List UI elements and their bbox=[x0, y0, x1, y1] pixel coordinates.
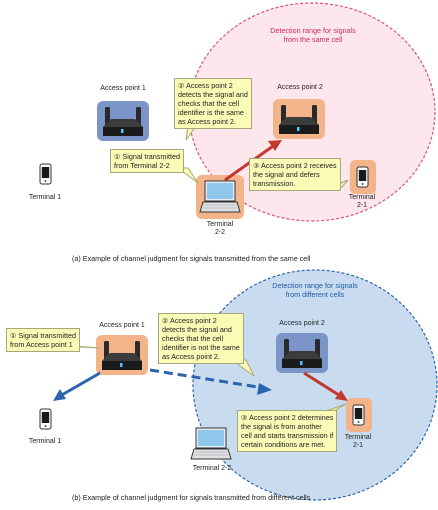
callout-line: identifier is the same bbox=[178, 108, 244, 117]
phone-icon bbox=[39, 163, 52, 185]
terminal-1-label: Terminal 1 bbox=[28, 194, 62, 201]
callout-line: identifier is not the same bbox=[162, 343, 240, 352]
phone-icon bbox=[352, 404, 365, 426]
phone-icon bbox=[356, 166, 369, 188]
callout-line: transmission. bbox=[253, 179, 296, 188]
callout-line: from Access point 1 bbox=[10, 340, 73, 349]
access-point-1-label: Access point 1 bbox=[100, 85, 146, 92]
callout-line: ② Access point 2 bbox=[162, 316, 217, 325]
callout-line: as Access point 2. bbox=[162, 352, 220, 361]
callout-line: checks that the cell bbox=[178, 99, 240, 108]
caption-a: (a) Example of channel judgment for sign… bbox=[72, 254, 311, 263]
callout-step-3-a: ③ Access point 2 receives the signal and… bbox=[249, 158, 341, 191]
range-title-line: from different cells bbox=[285, 290, 345, 299]
callout-step-2-a: ② Access point 2 detects the signal and … bbox=[174, 78, 252, 129]
terminal-label-line: Terminal bbox=[206, 221, 234, 228]
downlink-arrowhead-b bbox=[53, 389, 66, 401]
terminal-1-label: Terminal 1 bbox=[28, 438, 62, 445]
terminal-label-line: 2-2 bbox=[214, 229, 226, 236]
same-cell-range-title: Detection range for signals from the sam… bbox=[238, 26, 388, 44]
callout-step-1-a: ① Signal transmitted from Terminal 2-2 bbox=[110, 149, 184, 173]
caption-b: (b) Example of channel judgment for sign… bbox=[72, 493, 311, 502]
range-title-line: Detection range for signals bbox=[272, 281, 358, 290]
terminal-2-1-label: Terminal 2-1 bbox=[338, 434, 378, 450]
callout-line: detects the signal and bbox=[178, 90, 248, 99]
signal-arrowhead-a bbox=[268, 140, 282, 151]
terminal-label-line: Terminal bbox=[348, 194, 376, 201]
different-cell-range-title: Detection range for signals from differe… bbox=[240, 281, 390, 299]
downlink-arrow-b bbox=[59, 371, 101, 398]
callout-step-3-b: ③ Access point 2 determines the signal i… bbox=[237, 410, 338, 452]
range-title-line: from the same cell bbox=[283, 35, 343, 44]
terminal-2-2-label: Terminal 2-2 bbox=[200, 221, 240, 237]
callout-line: the signal is from another bbox=[241, 422, 322, 431]
terminal-label-line: 2-1 bbox=[352, 442, 364, 449]
callout-step-2-b: ② Access point 2 detects the signal and … bbox=[158, 313, 244, 364]
callout-line: ① Signal transmitted bbox=[10, 331, 76, 340]
access-point-2-label: Access point 2 bbox=[279, 320, 325, 327]
callout-line: cell and starts transmission if bbox=[241, 431, 334, 440]
terminal-2-1-label: Terminal 2-1 bbox=[342, 194, 382, 210]
range-title-line: Detection range for signals bbox=[270, 26, 356, 35]
callout-line: ③ Access point 2 determines bbox=[241, 413, 334, 422]
callout-line: certain conditions are met. bbox=[241, 440, 326, 449]
callout-line: detects the signal and bbox=[162, 325, 232, 334]
callout-line: from Terminal 2-2 bbox=[114, 161, 170, 170]
callout-line: checks that the cell bbox=[162, 334, 224, 343]
terminal-2-2-label: Terminal 2-2 bbox=[192, 465, 232, 472]
interference-arrow-b bbox=[149, 368, 265, 390]
laptop-icon bbox=[199, 180, 241, 213]
terminal-label-line: 2-1 bbox=[356, 202, 368, 209]
callout-line: the signal and defers bbox=[253, 170, 320, 179]
transmit-arrow-b bbox=[303, 371, 343, 399]
laptop-icon bbox=[190, 427, 232, 460]
access-point-2-label: Access point 2 bbox=[277, 84, 323, 91]
callout-line: ③ Access point 2 receives bbox=[253, 161, 337, 170]
terminal-label-line: Terminal bbox=[344, 434, 372, 441]
callout-line: ① Signal transmitted bbox=[114, 152, 180, 161]
callout-step-1-b: ① Signal transmitted from Access point 1 bbox=[6, 328, 80, 352]
transmit-arrowhead-b bbox=[335, 390, 348, 401]
access-point-1-label: Access point 1 bbox=[99, 322, 145, 329]
callout-line: ② Access point 2 bbox=[178, 81, 233, 90]
callout-line: as Access point 2. bbox=[178, 117, 236, 126]
interference-arrowhead-b bbox=[257, 383, 272, 395]
phone-icon bbox=[39, 408, 52, 430]
